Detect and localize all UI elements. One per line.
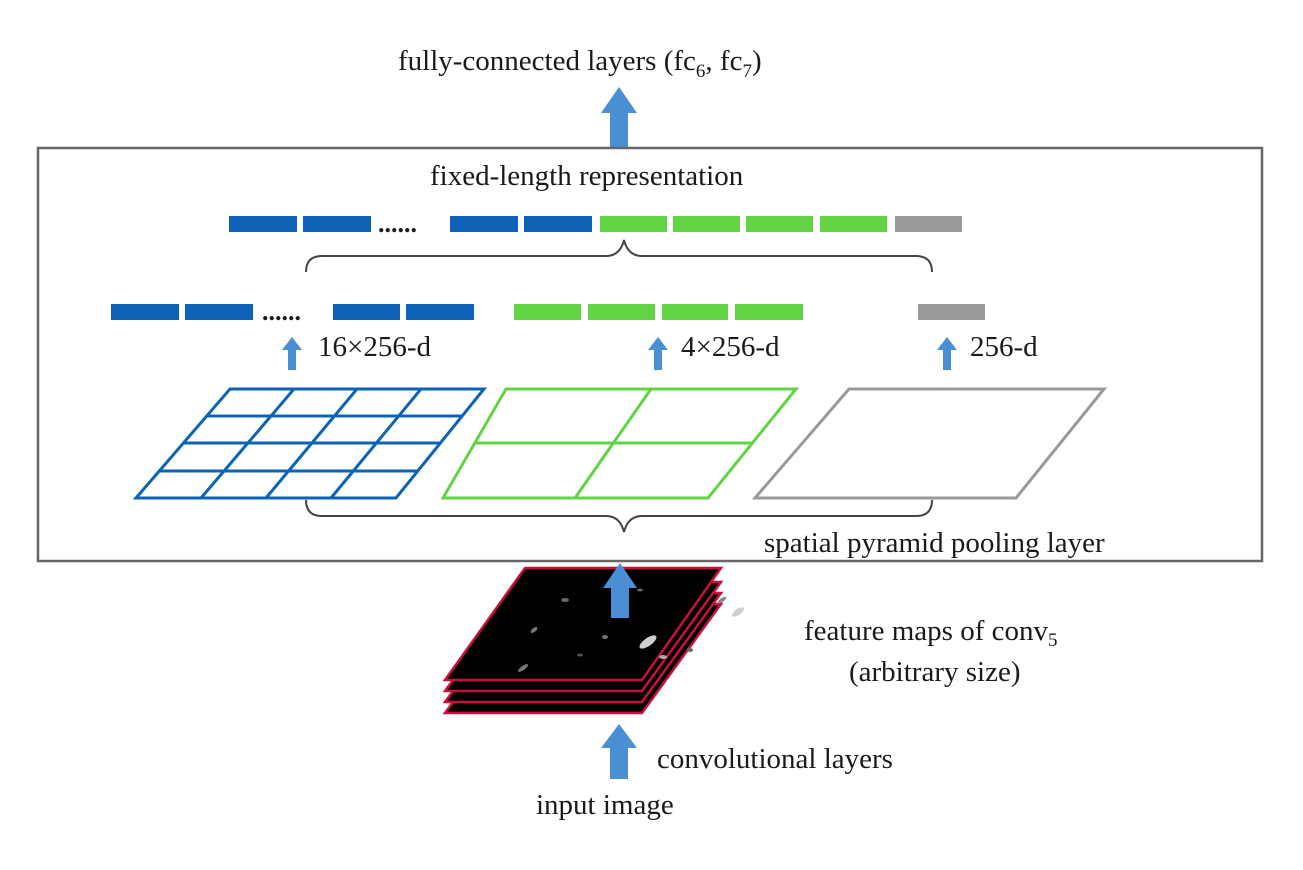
level16-vector: ...... (111, 297, 474, 326)
feature-maps-label: feature maps of conv5 (804, 615, 1057, 651)
spp-brace (305, 499, 933, 533)
level4-segment (735, 304, 803, 320)
spp-layer-label: spatial pyramid pooling layer (764, 527, 1105, 559)
input-image-label: input image (536, 789, 674, 821)
vector-segment-blue (303, 216, 371, 232)
feature-map-stack (442, 566, 744, 715)
pyramid-grid-4x4 (132, 387, 488, 500)
grid-4x4-vline (264, 388, 359, 499)
level1-label: 256-d (970, 331, 1038, 363)
level4-vector (514, 304, 803, 320)
feature-map-layer (442, 566, 724, 682)
arrow-up-level1-icon (937, 337, 957, 370)
vector-segment-blue (450, 216, 518, 232)
concat-brace (305, 239, 933, 273)
grid-4x4-vline (199, 388, 296, 499)
arrow-up-to-spp-icon (603, 563, 637, 618)
conv-layers-label: convolutional layers (657, 743, 893, 775)
level4-segment (514, 304, 581, 320)
vector-segment-green (820, 216, 887, 232)
level16-segment (406, 304, 474, 320)
grid-4x4-outline (132, 387, 488, 500)
arrow-up-to-fc-icon (601, 87, 637, 148)
vector-ellipsis: ...... (378, 209, 417, 238)
feature-activations (517, 588, 744, 672)
level4-segment (662, 304, 728, 320)
pyramid-grid-2x2 (440, 387, 800, 500)
fc-layers-label: fully-connected layers (fc6, fc7) (398, 45, 762, 82)
level16-segment (111, 304, 179, 320)
vector-segment-blue (524, 216, 592, 232)
arbitrary-size-label: (arbitrary size) (849, 656, 1020, 688)
level4-segment (588, 304, 655, 320)
level16-label: 16×256-d (318, 331, 432, 363)
grid-4x4-vline (329, 388, 423, 499)
vector-segment-gray (895, 216, 962, 232)
level1-segment (918, 304, 985, 320)
arrow-up-level4-icon (648, 337, 668, 370)
arrow-up-level16-icon (282, 337, 302, 370)
level16-ellipsis: ...... (262, 297, 301, 326)
spp-frame (36, 146, 1264, 563)
vector-segment-green (600, 216, 667, 232)
pyramid-grid-1x1 (751, 387, 1108, 500)
fixed-length-label: fixed-length representation (430, 160, 744, 192)
vector-segment-blue (229, 216, 297, 232)
vector-segment-green (746, 216, 813, 232)
grid-2x2-vline (573, 388, 653, 499)
vector-segment-green (673, 216, 740, 232)
level16-segment (185, 304, 253, 320)
fixed-length-vector: ...... (229, 209, 962, 238)
arrow-up-conv-icon (601, 724, 637, 779)
grid-2x2-outline (440, 387, 800, 500)
level4-label: 4×256-d (681, 331, 780, 363)
level16-segment (333, 304, 400, 320)
